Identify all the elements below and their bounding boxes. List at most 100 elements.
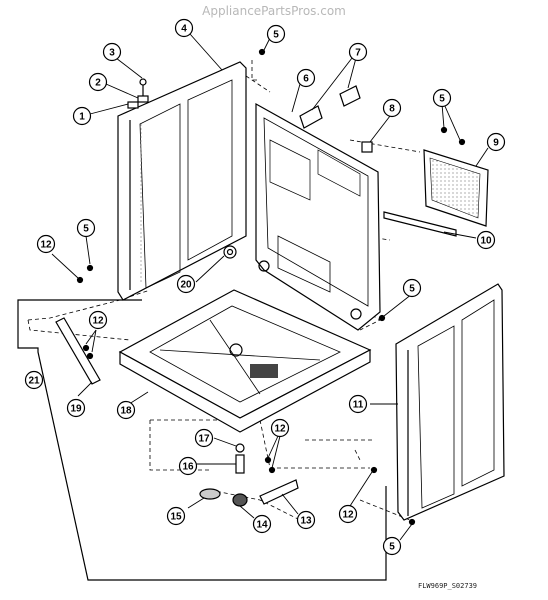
callout-circle bbox=[266, 24, 286, 44]
callout-number: 9 bbox=[493, 138, 499, 149]
callout-c5c: 5 bbox=[76, 218, 96, 238]
callout-circle bbox=[66, 398, 86, 418]
base-frame bbox=[118, 289, 372, 433]
callout-number: 7 bbox=[355, 48, 361, 59]
callout-circle bbox=[476, 230, 496, 250]
callout-number: 14 bbox=[256, 520, 268, 531]
callout-circle bbox=[36, 234, 56, 254]
callout-leaders bbox=[51, 33, 489, 541]
callout-number: 21 bbox=[28, 376, 40, 387]
callout-number: 4 bbox=[181, 24, 187, 35]
callout-circle bbox=[72, 106, 92, 126]
callout-number: 12 bbox=[40, 240, 52, 251]
callout-number: 5 bbox=[83, 224, 89, 235]
callout-number: 12 bbox=[274, 424, 286, 435]
callout-c15: 15 bbox=[166, 506, 186, 526]
callout-c9: 9 bbox=[486, 132, 506, 152]
callout-c12d: 12 bbox=[338, 504, 358, 524]
callout-number: 8 bbox=[389, 104, 395, 115]
callout-circle bbox=[176, 274, 196, 294]
callout-circle bbox=[432, 88, 452, 108]
watermark: AppliancePartsPros.com bbox=[202, 4, 346, 18]
callout-circle bbox=[76, 218, 96, 238]
callout-number: 19 bbox=[70, 404, 82, 415]
callout-number: 20 bbox=[180, 280, 192, 291]
callout-c6: 6 bbox=[296, 68, 316, 88]
callout-circle bbox=[88, 310, 108, 330]
callout-c16: 16 bbox=[178, 456, 198, 476]
callout-circle bbox=[252, 514, 272, 534]
callout-c13: 13 bbox=[296, 510, 316, 530]
callout-c8: 8 bbox=[382, 98, 402, 118]
callout-number: 5 bbox=[439, 94, 445, 105]
callout-circle bbox=[382, 98, 402, 118]
callout-number: 5 bbox=[409, 284, 415, 295]
callout-circle bbox=[402, 278, 422, 298]
callout-circle bbox=[166, 506, 186, 526]
left-side-panel bbox=[117, 61, 247, 301]
callout-circle bbox=[348, 394, 368, 414]
filler-strip bbox=[383, 211, 457, 237]
callout-c1: 1 bbox=[72, 106, 92, 126]
callout-c4: 4 bbox=[174, 18, 194, 38]
callout-number: 11 bbox=[353, 400, 364, 411]
callout-number: 2 bbox=[95, 78, 101, 89]
callout-number: 5 bbox=[273, 30, 279, 41]
callout-c3a: 3 bbox=[102, 42, 122, 62]
callout-circle bbox=[270, 418, 290, 438]
callout-circle bbox=[116, 400, 136, 420]
callout-circle bbox=[88, 72, 108, 92]
callout-c20: 20 bbox=[176, 274, 196, 294]
callout-c12c: 12 bbox=[270, 418, 290, 438]
callout-number: 15 bbox=[170, 512, 182, 523]
callout-c14: 14 bbox=[252, 514, 272, 534]
callout-c2: 2 bbox=[88, 72, 108, 92]
rear-panel bbox=[255, 102, 381, 331]
callout-circle bbox=[178, 456, 198, 476]
drawing-code: FLW969P_S02739 bbox=[418, 582, 478, 590]
callout-c7: 7 bbox=[348, 42, 368, 62]
access-cover bbox=[423, 149, 489, 227]
callout-circle bbox=[174, 18, 194, 38]
callout-c12b: 12 bbox=[88, 310, 108, 330]
label-plates bbox=[299, 85, 361, 129]
leg-brace bbox=[55, 317, 101, 385]
grommet bbox=[223, 245, 237, 259]
callout-circle bbox=[382, 536, 402, 556]
callout-circle bbox=[24, 370, 44, 390]
callout-circle bbox=[486, 132, 506, 152]
callout-number: 1 bbox=[79, 112, 85, 123]
rear-brace bbox=[259, 479, 299, 505]
right-side-panel bbox=[395, 283, 505, 521]
callout-c21: 21 bbox=[24, 370, 44, 390]
callout-number: 12 bbox=[342, 510, 354, 521]
callout-circle bbox=[296, 68, 316, 88]
callout-number: 13 bbox=[300, 516, 312, 527]
callout-c18: 18 bbox=[116, 400, 136, 420]
callout-circle bbox=[102, 42, 122, 62]
callout-c5a: 5 bbox=[266, 24, 286, 44]
callout-circle bbox=[194, 428, 214, 448]
callout-c5d: 5 bbox=[402, 278, 422, 298]
hinge-bracket bbox=[361, 141, 373, 153]
callout-c5b: 5 bbox=[432, 88, 452, 108]
callout-number: 5 bbox=[389, 542, 395, 553]
callout-c5e: 5 bbox=[382, 536, 402, 556]
callout-number: 16 bbox=[182, 462, 194, 473]
callout-number: 3 bbox=[109, 48, 115, 59]
callout-circle bbox=[296, 510, 316, 530]
screws bbox=[76, 48, 466, 526]
callout-number: 12 bbox=[92, 316, 104, 327]
callout-number: 10 bbox=[480, 236, 492, 247]
callout-number: 17 bbox=[198, 434, 210, 445]
callout-number: 18 bbox=[120, 406, 132, 417]
callout-circle bbox=[348, 42, 368, 62]
callout-c12a: 12 bbox=[36, 234, 56, 254]
leveling-leg-parts bbox=[199, 443, 248, 507]
assembly-outline bbox=[17, 299, 387, 581]
callout-number: 6 bbox=[303, 74, 309, 85]
callout-c10: 10 bbox=[476, 230, 496, 250]
callout-c19: 19 bbox=[66, 398, 86, 418]
